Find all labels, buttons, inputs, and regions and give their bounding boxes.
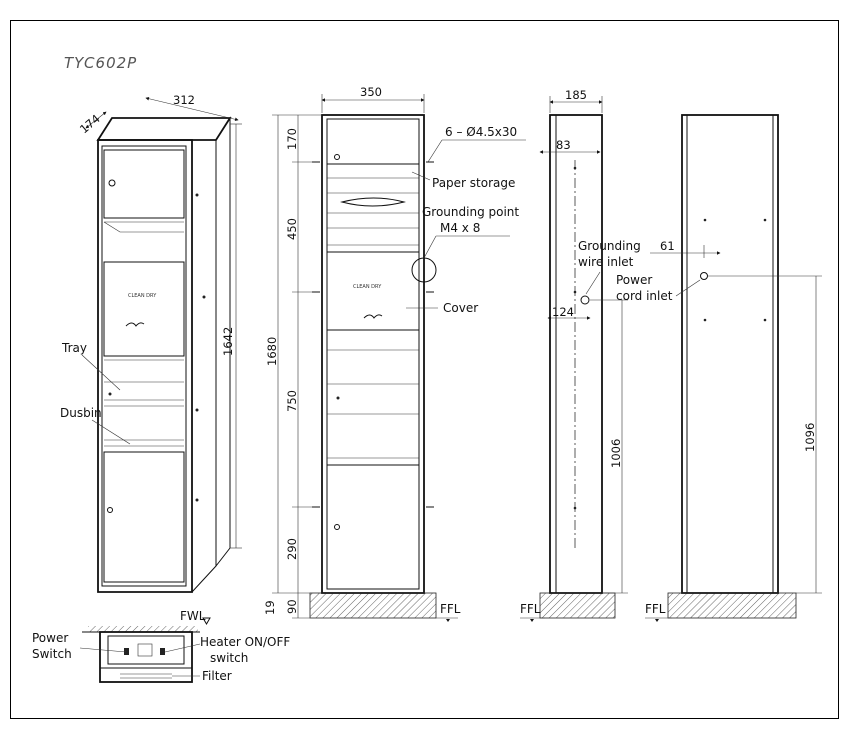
- label-heater-1: Heater ON/OFF: [200, 635, 290, 649]
- model-title: TYC602P: [64, 54, 137, 72]
- dim-124: 124: [552, 305, 574, 319]
- label-filter: Filter: [202, 669, 232, 683]
- label-ffl-rear: FFL: [645, 602, 666, 616]
- dim-19: 19: [263, 600, 277, 615]
- dim-height-1006: 1006: [609, 439, 623, 468]
- dim-depth-174: 174: [77, 111, 103, 136]
- brand-logo-front: CLEAN DRY: [353, 284, 382, 290]
- dim-170: 170: [285, 128, 299, 150]
- label-grounding-spec: M4 x 8: [440, 221, 480, 235]
- dim-height-1642: 1642: [221, 327, 235, 356]
- brand-logo-perspective: CLEAN DRY: [128, 293, 157, 299]
- label-power-cord-2: cord inlet: [616, 289, 673, 303]
- label-grounding-wire-1: Grounding: [578, 239, 641, 253]
- dim-width-312: 312: [173, 93, 195, 107]
- dim-750: 750: [285, 390, 299, 412]
- dim-height-1680: 1680: [265, 337, 279, 366]
- drawing-frame: [10, 20, 839, 719]
- bottom-detail-view: FWL Power Switch Heater ON/OFF switch Fi…: [32, 609, 290, 683]
- label-heater-2: switch: [210, 651, 248, 665]
- label-grounding-point: Grounding point: [422, 205, 519, 219]
- label-dustbin: Dusbin: [60, 406, 102, 420]
- dim-61: 61: [660, 239, 675, 253]
- label-grounding-wire-2: wire inlet: [578, 255, 634, 269]
- label-paper-storage: Paper storage: [432, 176, 515, 190]
- label-ffl-side: FFL: [520, 602, 541, 616]
- label-power-cord-1: Power: [616, 273, 652, 287]
- front-view: CLEAN DRY FFL 350 1680 170 450 750: [263, 85, 526, 622]
- power-cord-inlet-marker: [700, 272, 708, 280]
- dim-290: 290: [285, 538, 299, 560]
- rear-view: FFL 61 1096 Power cord inlet: [616, 114, 822, 622]
- dim-450: 450: [285, 218, 299, 240]
- dim-height-1096: 1096: [803, 423, 817, 452]
- label-power-switch-1: Power: [32, 631, 68, 645]
- label-fwl: FWL: [180, 609, 206, 623]
- dim-83: 83: [556, 138, 571, 152]
- label-ffl-front: FFL: [440, 602, 461, 616]
- label-tray: Tray: [61, 341, 87, 355]
- dim-depth-185: 185: [565, 88, 587, 102]
- dim-90: 90: [285, 599, 299, 614]
- label-power-switch-2: Switch: [32, 647, 72, 661]
- dim-width-350: 350: [360, 85, 382, 99]
- side-view: FFL 185 83 124 1006 Grounding wire inlet: [520, 88, 641, 622]
- perspective-view: CLEAN DRY 312 174 1642 Tray Dusbin: [60, 93, 242, 593]
- label-screws: 6 – Ø4.5x30: [445, 125, 517, 139]
- grounding-wire-inlet-marker: [580, 295, 590, 305]
- label-cover: Cover: [443, 301, 478, 315]
